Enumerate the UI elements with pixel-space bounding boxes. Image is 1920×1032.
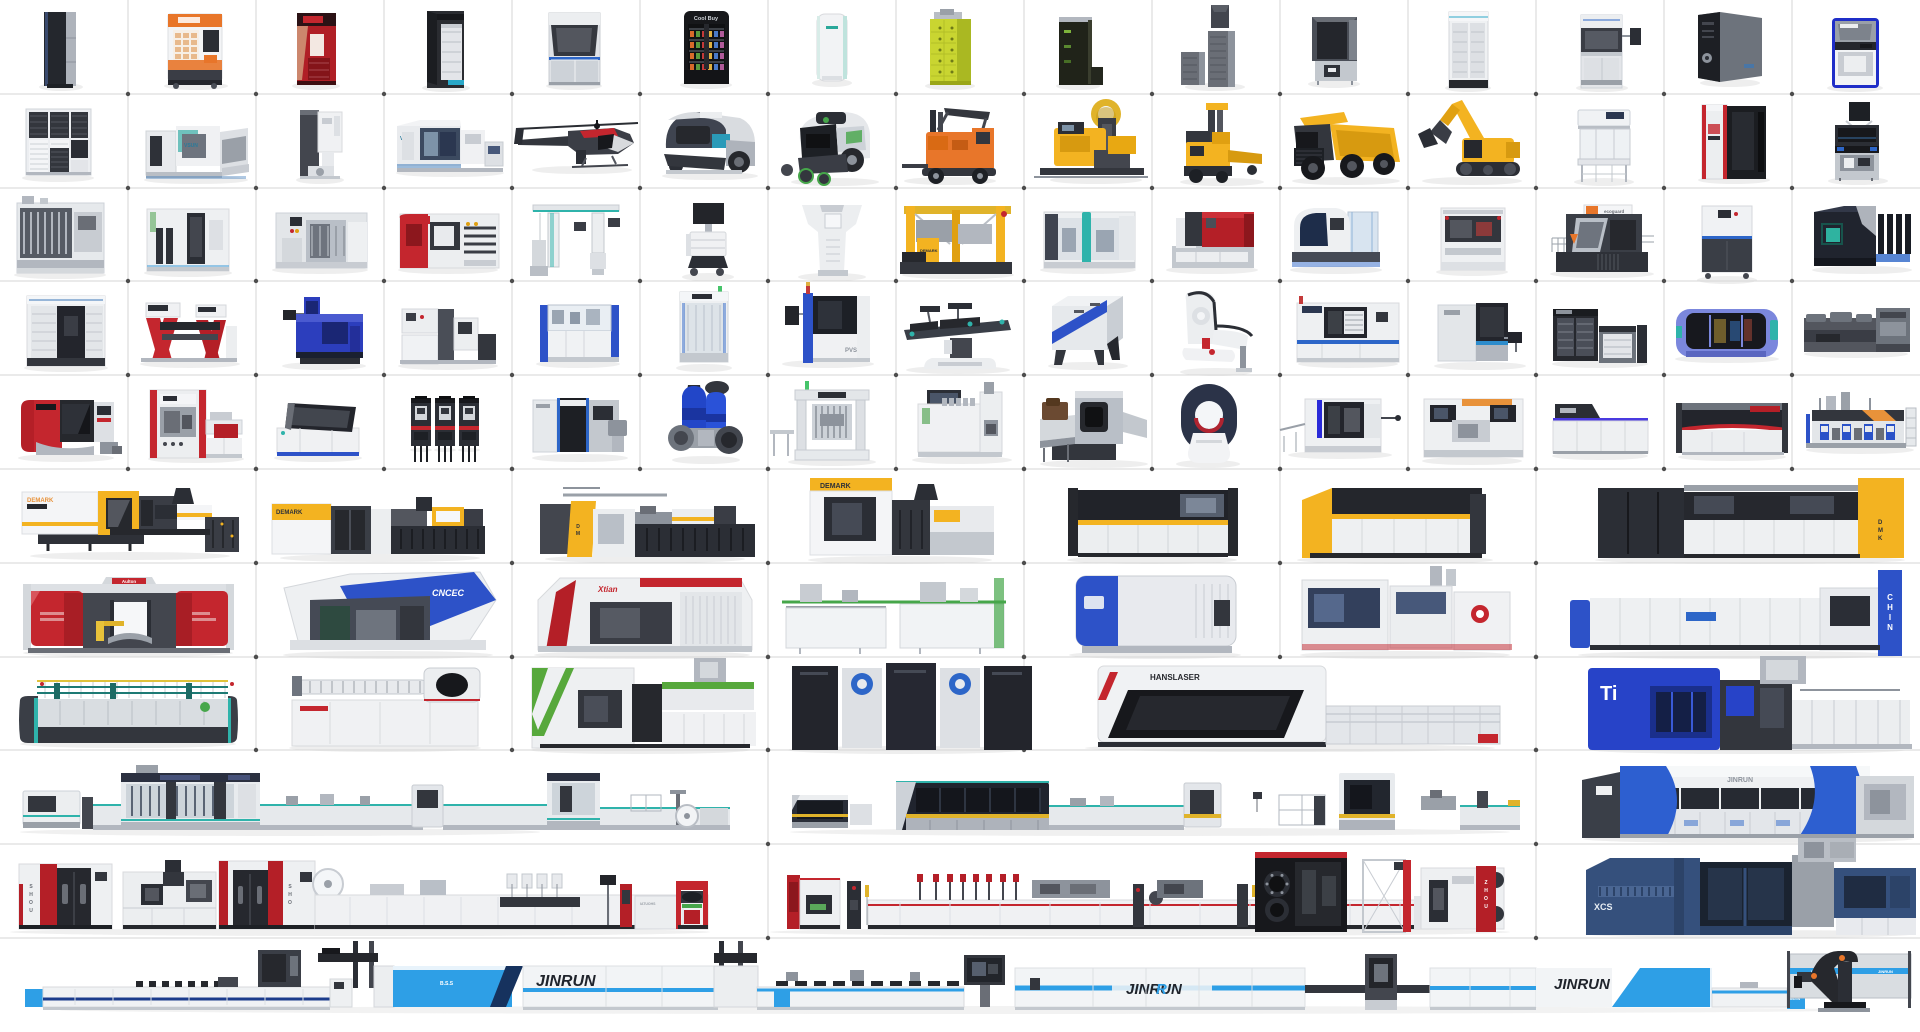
svg-text:HANSLASER: HANSLASER [1150, 673, 1200, 682]
svg-text:JINRUN: JINRUN [1727, 777, 1753, 784]
svg-text:DEMARK: DEMARK [27, 498, 54, 504]
svg-text:O: O [288, 900, 292, 906]
svg-text:M: M [1878, 528, 1883, 534]
svg-text:U: U [29, 908, 33, 914]
svg-text:N: N [1887, 623, 1893, 632]
svg-text:Ti: Ti [1600, 683, 1617, 705]
svg-text:S: S [288, 884, 292, 890]
svg-text:H: H [29, 892, 33, 898]
svg-text:K: K [1878, 536, 1883, 542]
svg-text:C: C [1887, 593, 1893, 602]
svg-text:ecoguard: ecoguard [1604, 209, 1625, 214]
svg-text:Z: Z [1484, 880, 1487, 886]
svg-text:JINRUN: JINRUN [536, 973, 596, 990]
svg-text:B.S.S: B.S.S [440, 981, 454, 987]
svg-text:DEMARK: DEMARK [920, 248, 938, 253]
svg-text:Aulton: Aulton [122, 579, 136, 584]
svg-text:H: H [1484, 888, 1488, 894]
svg-text:O: O [1484, 896, 1488, 902]
svg-text:Cool Buy: Cool Buy [694, 16, 719, 22]
svg-text:M: M [576, 531, 580, 537]
svg-text:DEMARK: DEMARK [820, 483, 851, 490]
svg-text:JINRUN: JINRUN [1554, 976, 1611, 993]
svg-text:JINRUN: JINRUN [1789, 997, 1800, 1001]
svg-text:IATUOHS: IATUOHS [640, 902, 656, 906]
svg-text:PVS: PVS [845, 348, 857, 354]
svg-text:H: H [288, 892, 292, 898]
svg-text:JINRUN: JINRUN [1126, 981, 1183, 998]
svg-text:H: H [1887, 603, 1893, 612]
svg-text:D: D [576, 524, 580, 530]
svg-text:D: D [1878, 520, 1883, 526]
svg-text:U: U [1484, 904, 1488, 910]
svg-text:XCS: XCS [1594, 902, 1613, 912]
svg-text:CNCEC: CNCEC [432, 588, 465, 598]
svg-text:JINRUN: JINRUN [1878, 969, 1893, 974]
svg-text:Xtian: Xtian [597, 585, 618, 594]
svg-text:VSUN: VSUN [184, 143, 198, 149]
svg-text:I: I [1889, 613, 1891, 622]
svg-text:DEMARK: DEMARK [276, 510, 303, 516]
svg-text:O: O [29, 900, 33, 906]
svg-text:R: R [1156, 981, 1167, 998]
svg-text:S: S [29, 884, 33, 890]
